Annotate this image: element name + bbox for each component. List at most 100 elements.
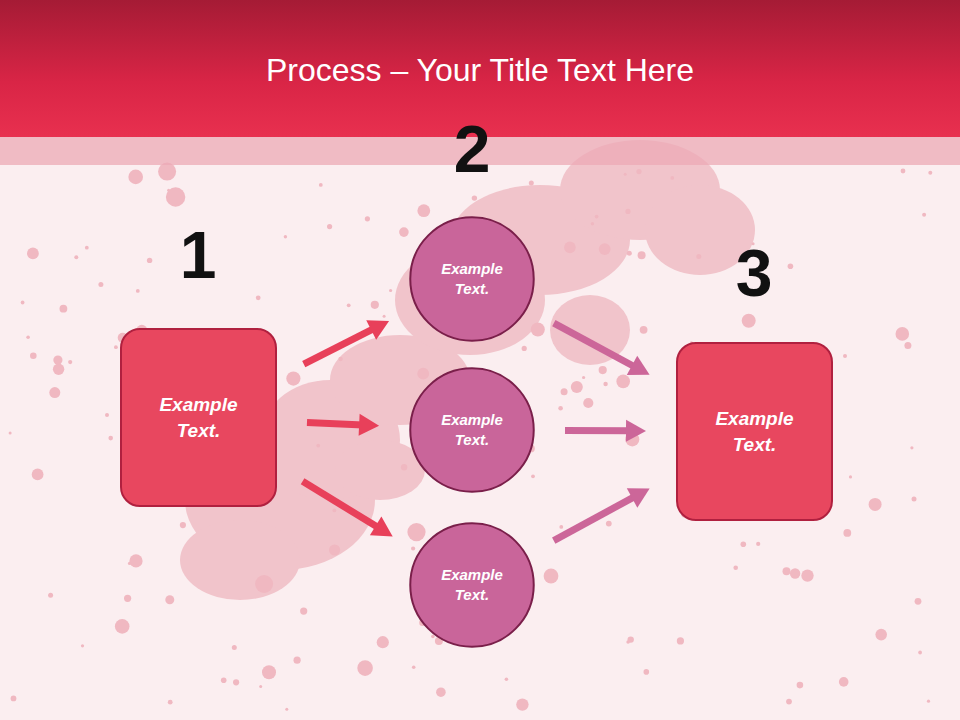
- splatter-dot: [786, 699, 792, 705]
- splatter-dot: [27, 248, 39, 260]
- splatter-dot: [74, 255, 78, 259]
- splatter-dot: [11, 696, 17, 702]
- splatter-dot: [105, 413, 109, 417]
- splatter-dot: [561, 388, 568, 395]
- arrow-shaft: [554, 323, 636, 367]
- splatter-dot: [625, 209, 630, 214]
- splatter-dot: [232, 645, 237, 650]
- arrow-connector: [565, 420, 646, 442]
- splatter-dot: [333, 509, 337, 513]
- splatter-dot: [255, 575, 273, 593]
- arrow-connector: [307, 414, 379, 436]
- arrow-connector: [554, 323, 650, 375]
- splatter-dot: [616, 375, 630, 389]
- splatter-dot: [599, 366, 607, 374]
- arrow-shaft: [303, 481, 379, 528]
- splatter-dot: [108, 436, 113, 441]
- splatter-dot: [129, 554, 142, 567]
- splatter-dot: [696, 254, 701, 259]
- arrow-head: [626, 420, 646, 442]
- circle-outline: [409, 522, 535, 648]
- splatter-dot: [136, 289, 140, 293]
- splatter-dot: [124, 595, 131, 602]
- splatter-dot: [383, 315, 386, 318]
- splatter-dot: [472, 195, 477, 200]
- splatter-dot: [839, 677, 849, 687]
- splatter-dot: [407, 523, 425, 541]
- text-group: Example Text.: [441, 410, 503, 451]
- splatter-dot: [741, 541, 747, 547]
- splatter-dot: [603, 382, 607, 386]
- splatter-dot: [338, 357, 342, 361]
- process-circle: Example Text.: [409, 367, 535, 493]
- splatter-dot: [869, 498, 882, 511]
- splatter-dot: [411, 546, 415, 550]
- splatter-dot: [564, 242, 576, 254]
- arrow-head: [359, 414, 379, 436]
- splatter-dot: [599, 243, 611, 255]
- splatter-dot: [166, 187, 185, 206]
- splatter-dots: [9, 163, 933, 711]
- arrow-shaft: [304, 328, 375, 364]
- splatter-dot: [928, 171, 932, 175]
- splatter-dot: [875, 629, 887, 641]
- splatter-dot: [431, 635, 435, 639]
- splatter-dot: [627, 251, 632, 256]
- splatter-dot: [638, 251, 646, 259]
- splatter-dot: [81, 644, 84, 647]
- splatter-dot: [522, 346, 527, 351]
- arrow-head: [627, 488, 650, 507]
- splatter-dot: [670, 176, 674, 180]
- process-circle: Example Text.: [409, 522, 535, 648]
- arrow-shaft: [554, 496, 636, 540]
- splatter-dot: [377, 636, 389, 648]
- splatter-dot: [327, 224, 332, 229]
- splatter-dot: [147, 258, 152, 263]
- splatter-dot: [365, 216, 370, 221]
- splatter-dot: [21, 301, 25, 305]
- splatter-dot: [284, 235, 287, 238]
- splatter-dot: [329, 544, 340, 555]
- splatter-dot: [347, 303, 351, 307]
- splatter-dot: [904, 342, 911, 349]
- splatter-dot: [797, 682, 804, 689]
- splatter-dot: [677, 637, 684, 644]
- splatter-dot: [801, 569, 813, 581]
- splatter-dot: [221, 677, 227, 683]
- splatter-dot: [788, 264, 794, 270]
- splatter-dot: [114, 345, 118, 349]
- splatter-dot: [98, 282, 103, 287]
- splatter-dot: [294, 657, 301, 664]
- splatter-dot: [168, 700, 173, 705]
- splatter-dot: [436, 687, 446, 697]
- splatter-dot: [53, 364, 64, 375]
- splatter-dot: [915, 598, 922, 605]
- node-text: Example Text.: [441, 259, 503, 300]
- splatter-dot: [571, 381, 583, 393]
- splatter-dot: [259, 685, 262, 688]
- splatter-dot: [922, 213, 926, 217]
- splatter-dot: [912, 497, 917, 502]
- splatter-dot: [896, 327, 910, 341]
- splatter-dot: [316, 444, 320, 448]
- splatter-dot: [285, 708, 288, 711]
- arrow-connector: [303, 481, 393, 536]
- circle-outline: [409, 216, 535, 342]
- splatter-dot: [48, 593, 53, 598]
- splatter-dot: [180, 522, 186, 528]
- splatter-dot: [636, 169, 641, 174]
- slide-title: Process – Your Title Text Here: [0, 52, 960, 89]
- callout-number: 3: [736, 240, 773, 306]
- splatter-dot: [9, 432, 12, 435]
- arrow-head: [366, 320, 389, 340]
- splatter-dot: [399, 227, 409, 237]
- splatter-dot: [319, 183, 323, 187]
- arrow-connector: [304, 320, 389, 364]
- splatter-dot: [233, 679, 239, 685]
- splatter-dot: [505, 678, 509, 682]
- splatter-dot: [60, 305, 68, 313]
- splatter-dot: [583, 398, 593, 408]
- splatter-dot: [624, 173, 627, 176]
- splatter-dot: [412, 665, 416, 669]
